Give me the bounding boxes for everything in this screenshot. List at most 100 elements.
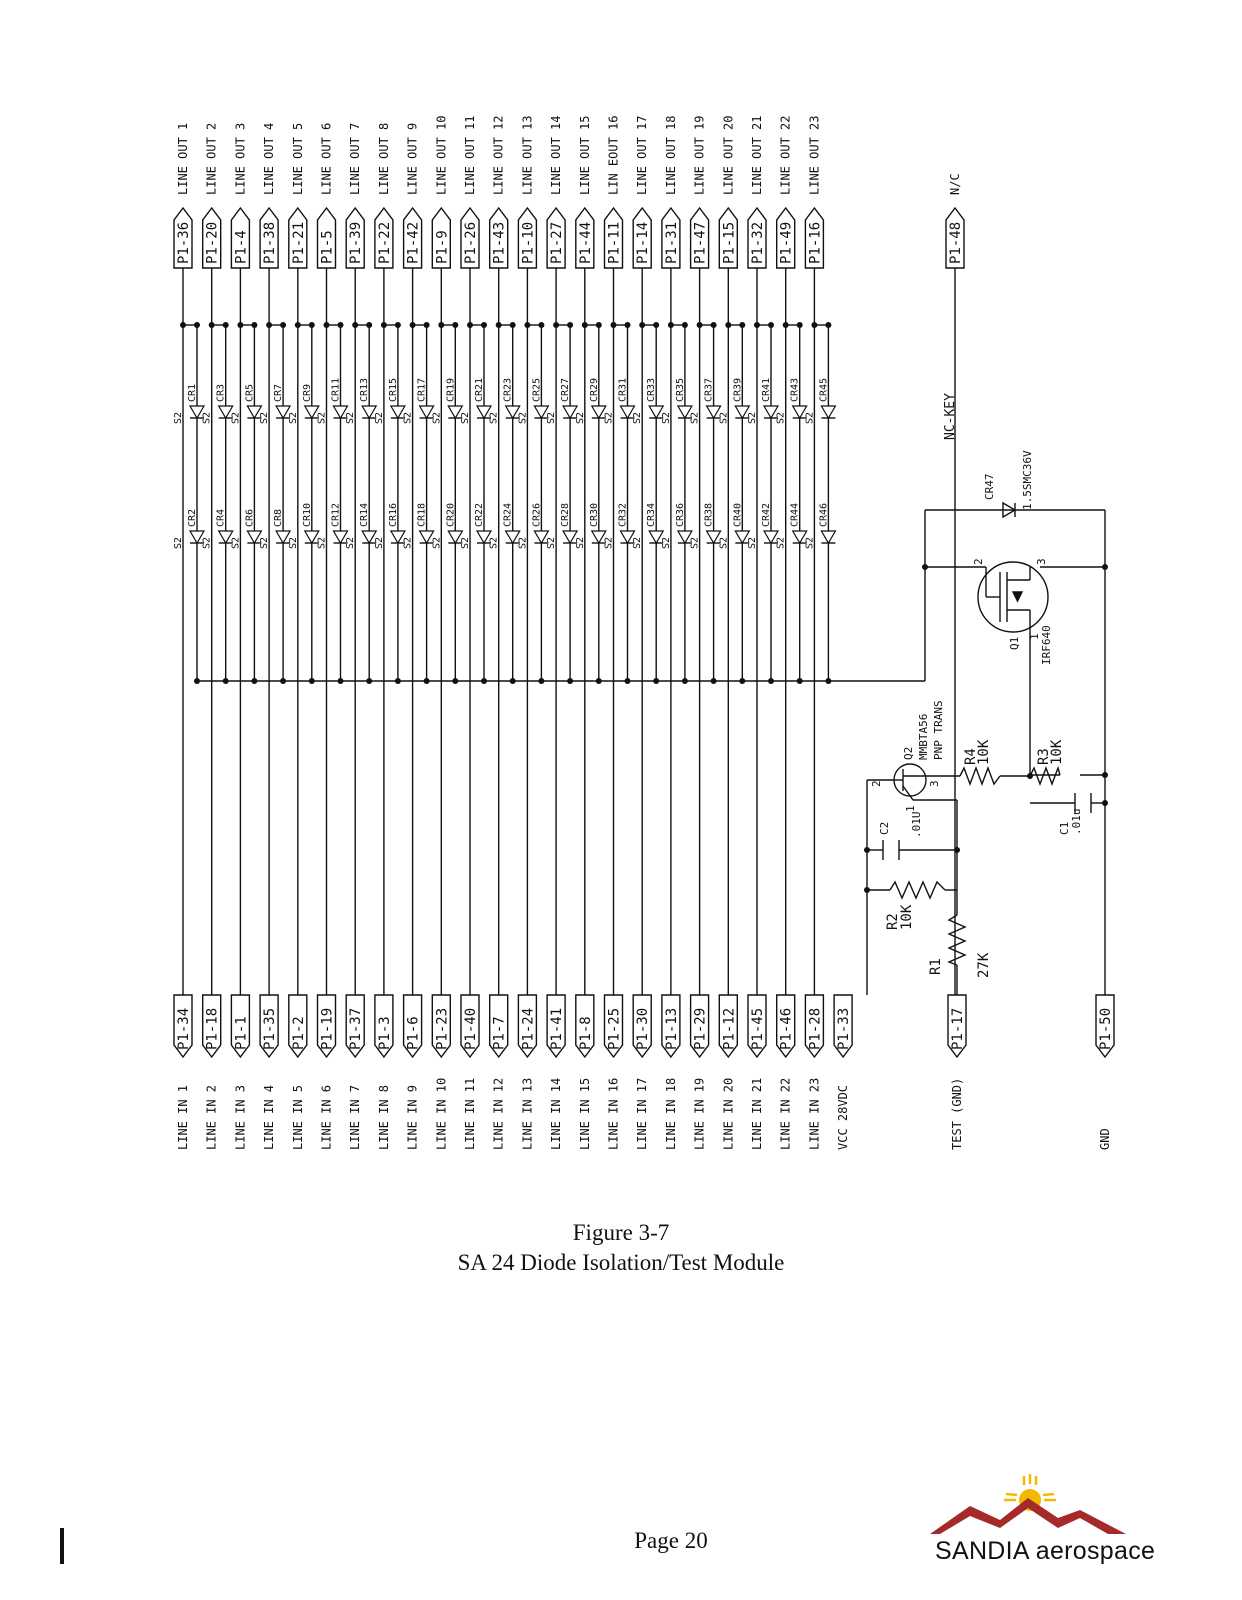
diode-part: S2: [575, 537, 586, 549]
input-label: LINE IN 9: [406, 1085, 420, 1150]
diode-label: CR32: [618, 503, 629, 527]
diode-symbol-CR28: [562, 530, 579, 545]
diode-symbol-CR38: [705, 530, 722, 545]
diode-symbol-CR3: [217, 405, 234, 420]
junction-dot-branch-12: [509, 322, 516, 328]
input-pin: P1-8: [578, 1016, 594, 1050]
diode-symbol-CR19: [447, 405, 464, 420]
diode-part: S2: [489, 537, 500, 549]
input-label: LINE IN 8: [377, 1085, 391, 1150]
diode-symbol-CR7: [275, 405, 292, 420]
output-label: LINE OUT 20: [721, 116, 735, 195]
output-connector-6: [316, 206, 337, 269]
q1-pin1: 1: [1028, 633, 1041, 640]
input-label: LINE IN 18: [664, 1078, 678, 1150]
input-label: LINE IN 3: [233, 1085, 247, 1150]
diode-part: S2: [804, 537, 815, 549]
output-pin: P1-49: [779, 222, 795, 264]
junction-dot-bottom-7: [366, 678, 373, 684]
junction-dot-top-10: [438, 322, 445, 328]
figure-title: SA 24 Diode Isolation/Test Module: [457, 1250, 785, 1275]
output-label: LINE OUT 15: [578, 116, 592, 195]
output-label: LINE OUT 5: [291, 123, 305, 195]
junction-dot-branch-2: [222, 322, 229, 328]
input-pin: P1-37: [348, 1008, 364, 1050]
c1-value: .01u: [1070, 809, 1083, 836]
diode-symbol-CR5: [246, 405, 263, 420]
diode-symbol-CR12: [332, 530, 349, 545]
input-connector-15: [575, 994, 595, 1059]
output-connector-14: [546, 206, 566, 269]
input-connector-20: [718, 994, 738, 1059]
junction-dot-top-23: [811, 322, 818, 328]
diode-symbol-CR31: [619, 405, 636, 420]
input-label: LINE IN 16: [607, 1078, 621, 1150]
output-connector-3: [230, 206, 251, 269]
diode-part: S2: [718, 412, 729, 424]
junction-dot-top-5: [294, 322, 301, 328]
diode-part: S2: [202, 412, 213, 424]
junction-dot-bottom-9: [423, 678, 430, 684]
output-pin: P1-14: [635, 222, 651, 264]
diode-label: CR33: [646, 378, 657, 402]
q1-pin2: 2: [972, 558, 985, 565]
junction-dot-top-14: [553, 322, 560, 328]
input-label: LINE IN 5: [291, 1085, 305, 1150]
output-pin: P1-38: [262, 222, 278, 264]
diode-symbol-CR40: [734, 530, 751, 545]
junction-dot-top-7: [352, 322, 359, 328]
output-label: LINE OUT 14: [549, 116, 563, 195]
diode-part: S2: [661, 412, 672, 424]
junction-dot-branch-19: [710, 322, 717, 328]
junction-dot-branch-13: [538, 322, 545, 328]
output-connector-11: [460, 206, 480, 269]
junction-dot-branch-6: [337, 322, 344, 328]
diode-symbol-CR44: [791, 530, 808, 545]
diode-part: S2: [431, 412, 442, 424]
junction-dots: [864, 564, 1108, 893]
diode-symbol-CR21: [475, 405, 493, 420]
output-connector-9: [402, 206, 423, 269]
diode-label: CR9: [302, 384, 313, 402]
junction-dot-branch-20: [739, 322, 746, 328]
output-connector-21: [747, 206, 767, 269]
input-connector-24: [833, 994, 853, 1059]
diode-label: CR25: [531, 378, 542, 402]
input-connector-16: [603, 994, 624, 1059]
diode-symbol-CR34: [648, 530, 665, 545]
diode-label: CR15: [388, 378, 399, 402]
output-connector-16: [603, 206, 624, 269]
diode-part: S2: [173, 412, 184, 424]
diode-symbol-CR35: [676, 405, 693, 420]
q1-part-label: IRF640: [1040, 625, 1053, 665]
output-pin: P1-22: [377, 222, 393, 264]
input-connector-19: [689, 994, 710, 1059]
output-label: LINE OUT 10: [434, 116, 448, 195]
diode-label: CR43: [790, 378, 801, 402]
junction-dot-branch-11: [481, 322, 487, 328]
r3-label: R3: [1036, 748, 1052, 765]
diode-symbol-CR43: [791, 405, 808, 420]
output-pin: P1-10: [520, 222, 536, 264]
input-connector-22: [776, 994, 796, 1059]
diode-symbol-CR1: [188, 405, 206, 420]
diode-label: CR8: [273, 509, 284, 527]
input-label: LINE IN 19: [693, 1078, 707, 1150]
diode-label: CR41: [761, 378, 772, 402]
output-pin: P1-36: [176, 222, 192, 264]
diode-label: CR17: [417, 378, 428, 402]
output-label: LINE OUT 1: [176, 123, 190, 195]
diode-label: CR14: [359, 503, 370, 527]
diode-symbol-CR41: [762, 405, 780, 420]
output-connector-1: [173, 206, 193, 269]
output-label: LINE OUT 13: [520, 116, 534, 195]
junction-dot-top-22: [782, 322, 789, 328]
output-pin: P1-15: [721, 222, 737, 264]
input-connector-5: [288, 994, 308, 1059]
diode-label: CR18: [417, 503, 428, 527]
diode-label: CR45: [818, 378, 829, 402]
input-connector-4: [259, 994, 279, 1059]
diode-part: S2: [661, 537, 672, 549]
output-label: N/C: [948, 173, 962, 195]
junction-dot-branch-15: [595, 322, 602, 328]
